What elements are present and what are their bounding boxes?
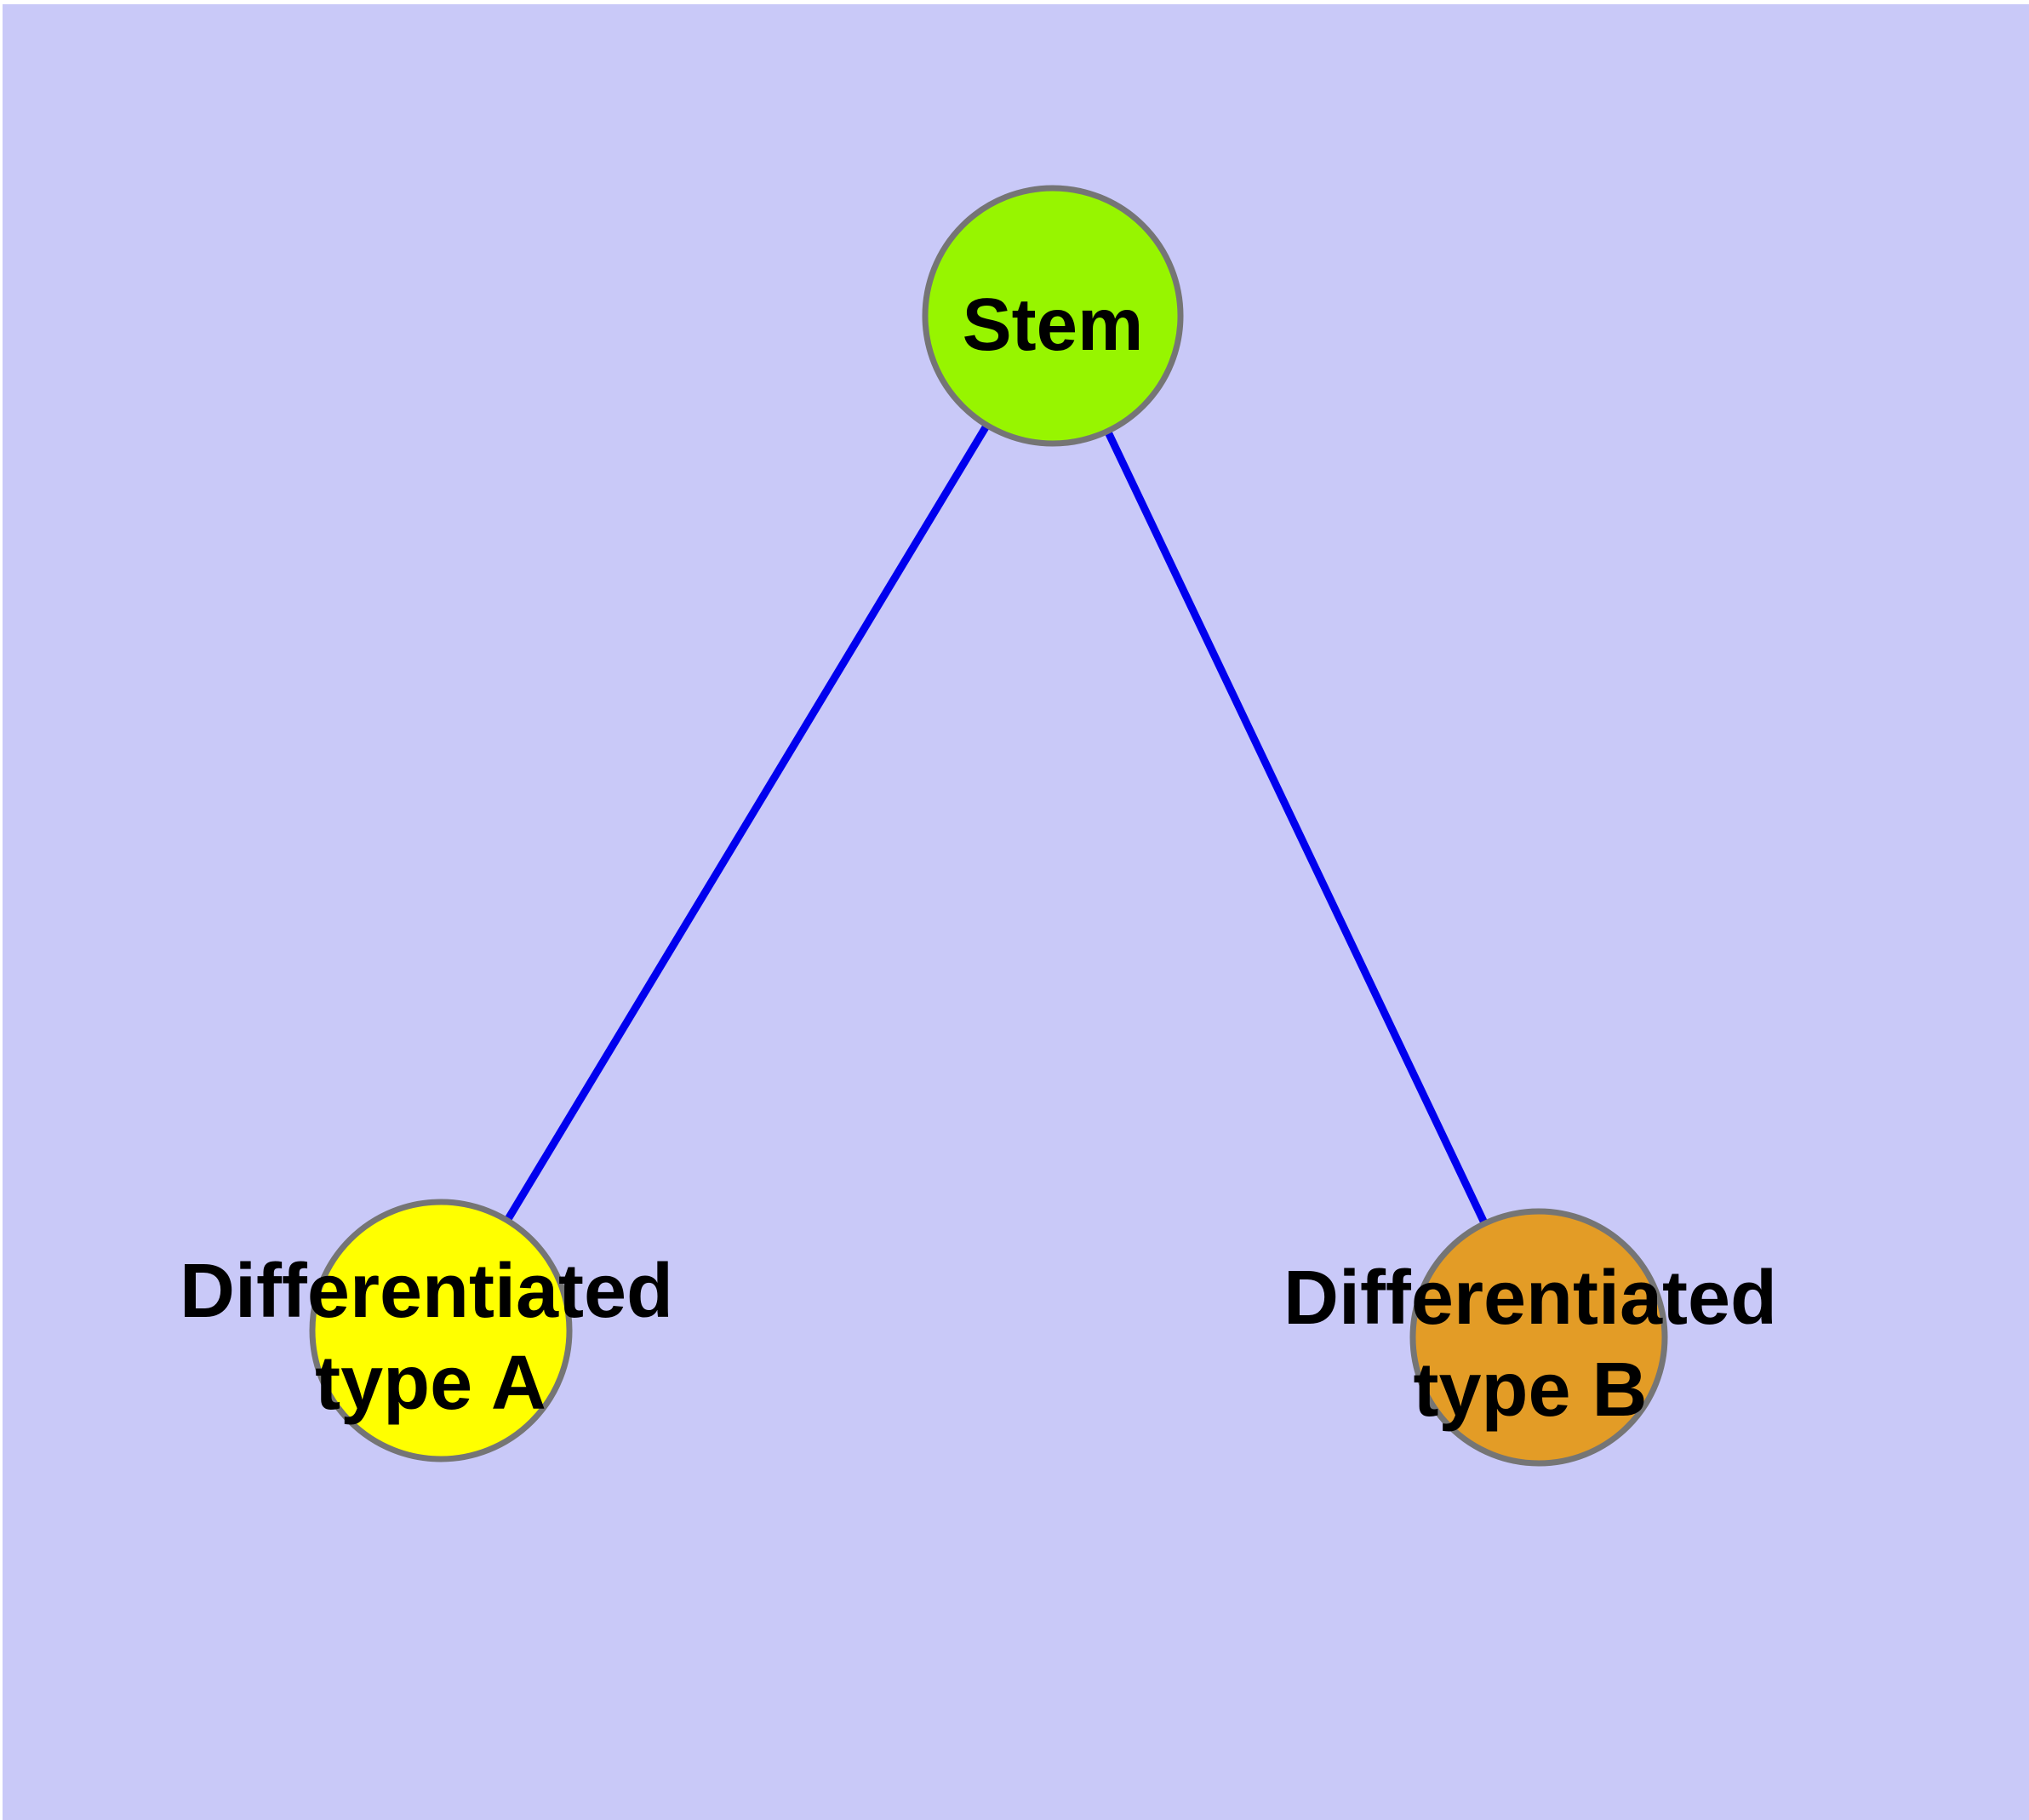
node-type-b-label-line2: type B bbox=[1413, 1348, 1647, 1433]
node-type-a-label-line1: Differentiated bbox=[180, 1249, 673, 1334]
node-type-b-circle bbox=[1409, 1208, 1668, 1467]
node-type-b-label-line1: Differentiated bbox=[1283, 1256, 1777, 1341]
edge-stem-to-type-b bbox=[1049, 314, 1543, 1339]
node-stem-label: Stem bbox=[963, 283, 1144, 366]
node-type-a-label-line2: type A bbox=[315, 1341, 546, 1426]
node-stem-circle bbox=[922, 185, 1184, 447]
node-type-a-circle bbox=[309, 1199, 573, 1462]
edge-stem-to-type-a bbox=[437, 313, 1056, 1333]
